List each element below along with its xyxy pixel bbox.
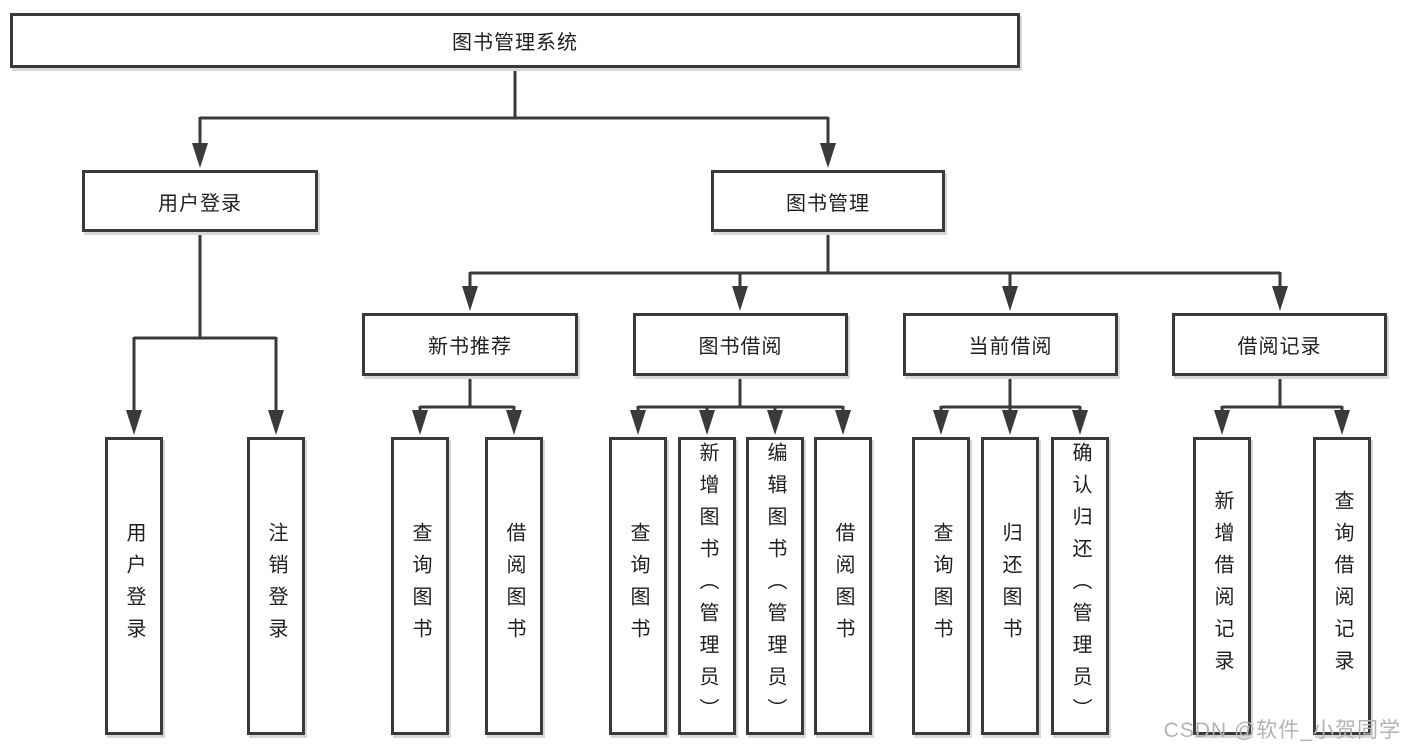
- leaf-records-add-record: 新增借阅记录: [1193, 437, 1251, 735]
- leaf-logout: 注销登录: [247, 437, 305, 735]
- leaf-current-confirm-return-admin-label: 确认归还（管理员）: [1069, 442, 1091, 730]
- leaf-user-login: 用户登录: [105, 437, 163, 735]
- leaf-borrow-query-books: 查询图书: [609, 437, 667, 735]
- node-current-borrow: 当前借阅: [903, 313, 1118, 376]
- connector-borrowrecords-group: [1220, 376, 1344, 414]
- leaf-borrow-edit-books-admin: 编辑图书（管理员）: [746, 437, 804, 735]
- node-book-management: 图书管理: [711, 170, 945, 232]
- node-borrow-records: 借阅记录: [1172, 313, 1387, 376]
- node-book-borrow: 图书借阅: [633, 313, 848, 376]
- leaf-borrow-edit-books-admin-label: 编辑图书（管理员）: [764, 442, 786, 730]
- leaf-records-query-record-label: 查询借阅记录: [1331, 490, 1353, 682]
- csdn-watermark: CSDN @软件_小贺同学: [1163, 719, 1401, 742]
- node-user-login: 用户登录: [82, 170, 318, 232]
- leaf-current-return-books: 归还图书: [981, 437, 1039, 735]
- arrowheads: [126, 143, 1350, 435]
- leaf-current-query-books: 查询图书: [912, 437, 970, 735]
- leaf-records-add-record-label: 新增借阅记录: [1211, 490, 1233, 682]
- leaf-newbook-borrow-books: 借阅图书: [485, 437, 543, 735]
- connector-bookmgmt-to-level3: [468, 232, 1282, 290]
- leaf-newbook-query-books-label: 查询图书: [409, 522, 431, 650]
- leaf-logout-label: 注销登录: [265, 522, 287, 650]
- leaf-user-login-label: 用户登录: [123, 522, 145, 650]
- node-new-book-recommend: 新书推荐: [362, 313, 578, 376]
- leaf-records-query-record: 查询借阅记录: [1313, 437, 1371, 735]
- connector-currentborrow-group: [939, 376, 1082, 414]
- leaf-borrow-borrow-books-label: 借阅图书: [832, 522, 854, 650]
- leaf-borrow-borrow-books: 借阅图书: [814, 437, 872, 735]
- leaf-current-return-books-label: 归还图书: [999, 522, 1021, 650]
- leaf-newbook-query-books: 查询图书: [391, 437, 449, 735]
- connector-root-to-level2: [198, 68, 830, 146]
- connector-newbook-group: [418, 376, 516, 414]
- leaf-borrow-add-books-admin: 新增图书（管理员）: [678, 437, 736, 735]
- leaf-borrow-query-books-label: 查询图书: [627, 522, 649, 650]
- connector-bookborrow-group: [636, 376, 845, 414]
- connector-userlogin-to-leaves: [132, 232, 278, 414]
- leaf-newbook-borrow-books-label: 借阅图书: [503, 522, 525, 650]
- leaf-current-query-books-label: 查询图书: [930, 522, 952, 650]
- leaf-borrow-add-books-admin-label: 新增图书（管理员）: [696, 442, 718, 730]
- leaf-current-confirm-return-admin: 确认归还（管理员）: [1051, 437, 1109, 735]
- node-root: 图书管理系统: [10, 13, 1020, 68]
